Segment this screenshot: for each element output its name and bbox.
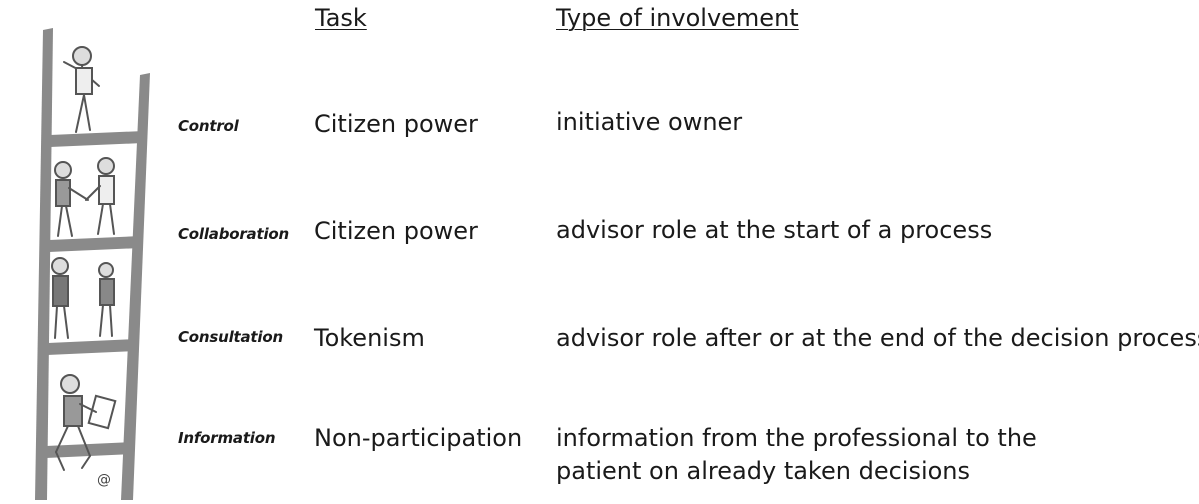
ladder-right-rail	[121, 73, 150, 500]
involvement-line: patient on already taken decisions	[556, 457, 971, 485]
task-text: Non-participation	[314, 424, 523, 452]
at-symbol: @	[97, 472, 111, 488]
involvement-line: initiative owner	[556, 108, 743, 136]
figures-collaborating	[54, 157, 115, 237]
task-text: Citizen power	[314, 110, 478, 138]
level-label: Control	[178, 117, 239, 135]
involvement-text: advisor role at the start of a process	[556, 214, 992, 247]
ladder-rung	[46, 442, 133, 458]
task-text: Tokenism	[314, 324, 425, 352]
ladder-rung	[50, 131, 144, 147]
ladder-rung	[47, 339, 137, 355]
involvement-line: advisor role after or at the end of the …	[556, 324, 1199, 352]
involvement-text: advisor role after or at the end of the …	[556, 322, 1199, 355]
task-text: Citizen power	[314, 217, 478, 245]
involvement-column-header: Type of involvement	[556, 4, 799, 32]
ladder-rung	[49, 236, 141, 252]
level-label: Information	[178, 429, 276, 447]
involvement-text: information from the professional to the…	[556, 422, 1037, 488]
involvement-text: initiative owner	[556, 106, 742, 139]
involvement-line: information from the professional to the	[556, 424, 1037, 452]
ladder-left-rail	[35, 28, 53, 500]
figures-consulting	[51, 257, 115, 339]
figure-writing	[55, 374, 117, 471]
figure-standing	[63, 46, 100, 133]
involvement-line: advisor role at the start of a process	[556, 216, 993, 244]
level-label: Consultation	[178, 328, 283, 346]
ladder-illustration: @	[35, 28, 150, 500]
level-label: Collaboration	[178, 225, 289, 243]
task-column-header: Task	[315, 4, 367, 32]
